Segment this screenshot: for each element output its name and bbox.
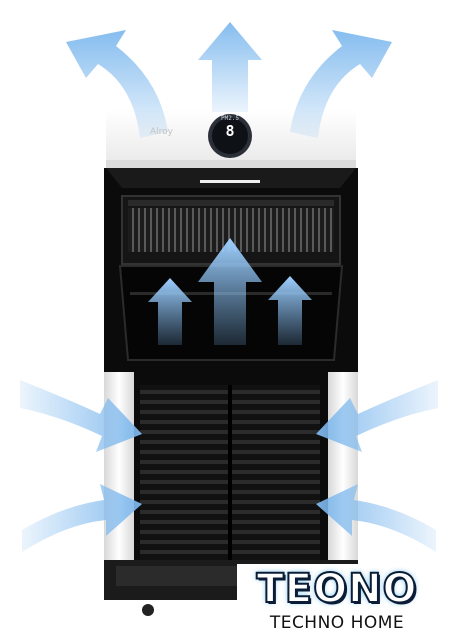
display-value: 8	[225, 122, 235, 140]
intake-arrows	[20, 380, 438, 552]
control-display	[208, 114, 252, 158]
teono-logo: TEONO TECHNO HOME	[237, 564, 437, 636]
pre-filter	[140, 385, 320, 560]
display-pm-label: PM2.5	[220, 115, 240, 122]
outflow-arrows	[66, 22, 392, 138]
logo-name: TEONO	[255, 565, 418, 613]
logo-tagline: TECHNO HOME	[269, 613, 405, 633]
brand-label: Alroy	[150, 127, 173, 137]
inner-airflow-arrows	[148, 238, 312, 345]
